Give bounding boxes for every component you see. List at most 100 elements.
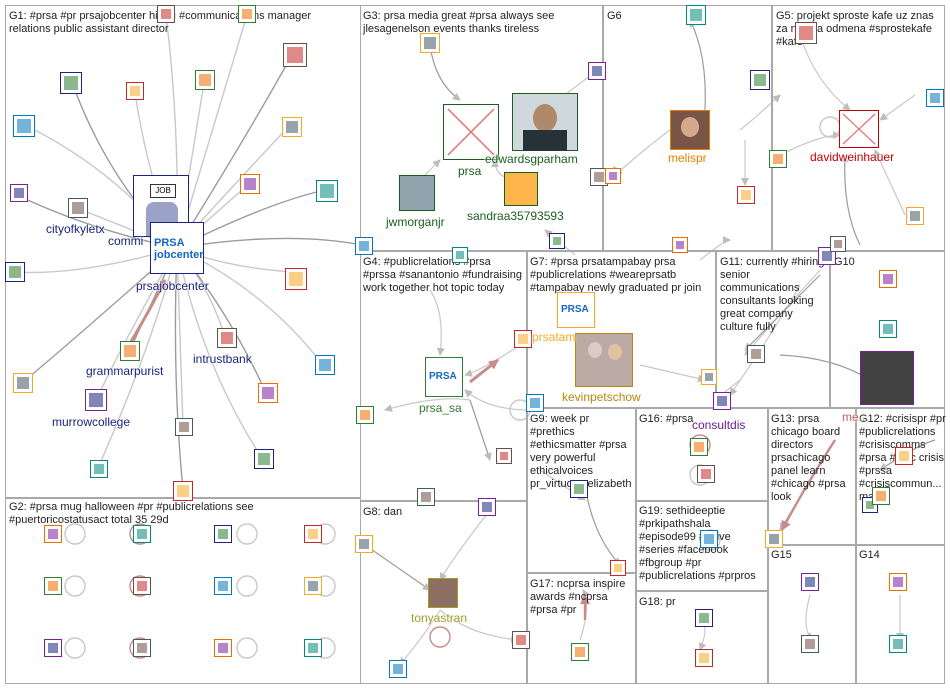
node-avatar[interactable] bbox=[285, 268, 307, 290]
node-avatar[interactable] bbox=[44, 525, 62, 543]
node-kevinpetschow[interactable] bbox=[575, 333, 633, 387]
node-tonyastran[interactable] bbox=[428, 578, 458, 608]
node-avatar[interactable] bbox=[795, 22, 817, 44]
node-avatar[interactable] bbox=[872, 487, 890, 505]
node-melispr[interactable] bbox=[670, 110, 710, 150]
node-avatar[interactable] bbox=[214, 639, 232, 657]
node-avatar[interactable] bbox=[5, 262, 25, 282]
node-avatar[interactable] bbox=[304, 525, 322, 543]
node-avatar[interactable] bbox=[60, 72, 82, 94]
node-avatar[interactable] bbox=[906, 207, 924, 225]
node-avatar[interactable] bbox=[258, 383, 278, 403]
node-avatar[interactable] bbox=[315, 355, 335, 375]
node-avatar[interactable] bbox=[571, 643, 589, 661]
node-davidweinhauer[interactable] bbox=[839, 110, 879, 148]
node-avatar[interactable] bbox=[750, 70, 770, 90]
node-avatar[interactable] bbox=[240, 174, 260, 194]
node-avatar[interactable] bbox=[830, 236, 846, 252]
node-avatar[interactable] bbox=[588, 62, 606, 80]
node-avatar[interactable] bbox=[879, 320, 897, 338]
node-avatar[interactable] bbox=[126, 82, 144, 100]
node-avatar[interactable] bbox=[700, 530, 718, 548]
node-avatar[interactable] bbox=[701, 369, 717, 385]
node-avatar[interactable] bbox=[44, 639, 62, 657]
node-avatar[interactable] bbox=[514, 330, 532, 348]
node-avatar[interactable] bbox=[217, 328, 237, 348]
node-avatar[interactable] bbox=[157, 5, 175, 23]
node-avatar[interactable] bbox=[282, 117, 302, 137]
node-avatar[interactable] bbox=[549, 233, 565, 249]
avatar-image-icon bbox=[594, 172, 604, 182]
node-avatar[interactable] bbox=[801, 635, 819, 653]
node-avatar[interactable] bbox=[195, 70, 215, 90]
node-avatar[interactable] bbox=[133, 577, 151, 595]
node-avatar[interactable] bbox=[355, 535, 373, 553]
node-avatar[interactable] bbox=[356, 406, 374, 424]
node-avatar[interactable] bbox=[238, 5, 256, 23]
node-avatar[interactable] bbox=[10, 184, 28, 202]
node-prsatampabay[interactable]: PRSA bbox=[557, 292, 595, 328]
node-prsa-sa[interactable]: PRSA bbox=[425, 357, 463, 397]
node-avatar[interactable] bbox=[389, 660, 407, 678]
node-avatar[interactable] bbox=[570, 480, 588, 498]
avatar-image-icon bbox=[199, 74, 211, 86]
group-box-g17 bbox=[527, 573, 636, 684]
node-avatar[interactable] bbox=[85, 389, 107, 411]
node-avatar[interactable] bbox=[304, 639, 322, 657]
node-avatar[interactable] bbox=[765, 530, 783, 548]
node-avatar[interactable] bbox=[672, 237, 688, 253]
node-avatar[interactable] bbox=[713, 392, 731, 410]
node-avatar[interactable] bbox=[686, 5, 706, 25]
group-label-g1: G1: #prsa #pr prsajobcenter hiring #comm… bbox=[9, 10, 312, 35]
node-avatar[interactable] bbox=[526, 394, 544, 412]
node-jwmorganjr[interactable] bbox=[399, 175, 435, 211]
node-avatar[interactable] bbox=[68, 198, 88, 218]
node-avatar[interactable] bbox=[355, 237, 373, 255]
node-avatar[interactable] bbox=[173, 481, 193, 501]
node-avatar[interactable] bbox=[695, 649, 713, 667]
avatar-image-icon bbox=[9, 266, 21, 278]
node-avatar[interactable] bbox=[889, 635, 907, 653]
node-avatar[interactable] bbox=[417, 488, 435, 506]
node-avatar[interactable] bbox=[13, 373, 33, 393]
node-edwardsgparham[interactable] bbox=[512, 93, 578, 151]
node-sandraa35793593[interactable] bbox=[504, 172, 538, 206]
node-avatar[interactable] bbox=[283, 43, 307, 67]
node-avatar[interactable] bbox=[478, 498, 496, 516]
node-avatar[interactable] bbox=[690, 438, 708, 456]
node-avatar[interactable] bbox=[895, 447, 913, 465]
node-avatar[interactable] bbox=[254, 449, 274, 469]
node-avatar[interactable] bbox=[496, 448, 512, 464]
node-avatar[interactable] bbox=[175, 418, 193, 436]
node-avatar[interactable] bbox=[610, 560, 626, 576]
node-avatar[interactable] bbox=[605, 168, 621, 184]
node-avatar[interactable] bbox=[133, 639, 151, 657]
node-avatar[interactable] bbox=[316, 180, 338, 202]
node-avatar[interactable] bbox=[512, 631, 530, 649]
node-avatar[interactable] bbox=[747, 345, 765, 363]
node-avatar[interactable] bbox=[452, 247, 468, 263]
node-avatar[interactable] bbox=[695, 609, 713, 627]
node-avatar[interactable] bbox=[926, 89, 944, 107]
node-avatar[interactable] bbox=[889, 573, 907, 591]
group-label-g3: G3: prsa media great #prsa always see jl… bbox=[363, 10, 558, 35]
node-avatar[interactable] bbox=[879, 270, 897, 288]
node-avatar[interactable] bbox=[13, 115, 35, 137]
node-avatar[interactable] bbox=[304, 577, 322, 595]
node-avatar[interactable] bbox=[120, 341, 140, 361]
node-avatar[interactable] bbox=[801, 573, 819, 591]
node-avatar[interactable] bbox=[133, 525, 151, 543]
avatar-image-icon bbox=[287, 47, 303, 63]
node-avatar[interactable] bbox=[769, 150, 787, 168]
node-avatar[interactable] bbox=[697, 465, 715, 483]
node-avatar[interactable] bbox=[44, 577, 62, 595]
node-g10-dog[interactable] bbox=[860, 351, 914, 405]
node-prsa-placeholder[interactable] bbox=[443, 104, 499, 160]
node-avatar[interactable] bbox=[214, 525, 232, 543]
node-avatar[interactable] bbox=[420, 33, 440, 53]
node-avatar[interactable] bbox=[214, 577, 232, 595]
group-box-g5 bbox=[772, 5, 945, 251]
node-avatar[interactable] bbox=[90, 460, 108, 478]
node-avatar[interactable] bbox=[737, 186, 755, 204]
